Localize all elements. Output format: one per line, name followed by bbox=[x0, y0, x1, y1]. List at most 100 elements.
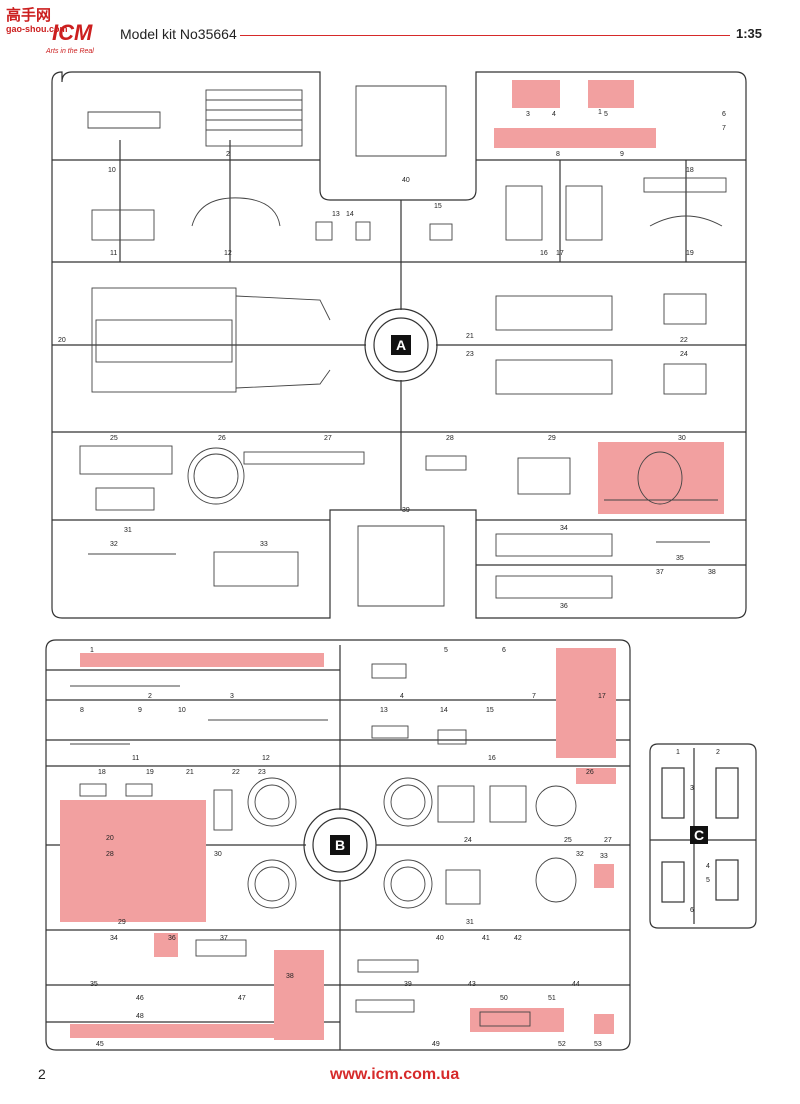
logo-slogan: Arts in the Real bbox=[46, 48, 94, 55]
b-label: 47 bbox=[238, 995, 246, 1002]
a-label: 6 bbox=[722, 111, 726, 118]
b-label: 26 bbox=[586, 769, 594, 776]
a-label: 5 bbox=[604, 111, 608, 118]
a-label: 36 bbox=[560, 603, 568, 610]
b-label: 2 bbox=[148, 693, 152, 700]
c-label: 5 bbox=[706, 877, 710, 884]
brand-logo: 高手网 gao-shou.com ICM Arts in the Real bbox=[6, 4, 98, 66]
a-label: 4 bbox=[552, 111, 556, 118]
sprue-b-labels: 1 2 3 4 5 6 7 8 9 10 11 12 13 14 15 16 1… bbox=[80, 647, 612, 1048]
b-label: 29 bbox=[118, 919, 126, 926]
a-label: 25 bbox=[110, 435, 118, 442]
b-label: 32 bbox=[576, 851, 584, 858]
a-label: 20 bbox=[58, 337, 66, 344]
b-label: 31 bbox=[466, 919, 474, 926]
a-label: 40 bbox=[402, 177, 410, 184]
b-label: 7 bbox=[532, 693, 536, 700]
a-label: 38 bbox=[708, 569, 716, 576]
b-label: 23 bbox=[258, 769, 266, 776]
a-label: 29 bbox=[548, 435, 556, 442]
sprue-a-labels: 1 2 3 4 5 6 7 8 9 10 11 12 13 14 15 16 1… bbox=[58, 109, 726, 610]
sprue-b-parts bbox=[70, 663, 577, 1027]
a-label: 18 bbox=[686, 167, 694, 174]
sprue-c-labels: 1 2 3 4 5 6 bbox=[676, 749, 720, 914]
b-label: 3 bbox=[230, 693, 234, 700]
b-label: 48 bbox=[136, 1013, 144, 1020]
b-label: 1 bbox=[90, 647, 94, 654]
b-label: 6 bbox=[502, 647, 506, 654]
b-label: 21 bbox=[186, 769, 194, 776]
b-label: 38 bbox=[286, 973, 294, 980]
a-label: 21 bbox=[466, 333, 474, 340]
a-label: 26 bbox=[218, 435, 226, 442]
sprue-a-frame bbox=[51, 71, 747, 619]
logo-site: gao-shou.com bbox=[6, 24, 68, 34]
sprue-a-letter-box bbox=[391, 335, 411, 355]
a-label: 17 bbox=[556, 250, 564, 257]
b-label: 49 bbox=[432, 1041, 440, 1048]
a-label: 16 bbox=[540, 250, 548, 257]
b-label: 40 bbox=[436, 935, 444, 942]
b-label: 41 bbox=[482, 935, 490, 942]
a-label: 33 bbox=[260, 541, 268, 548]
b-label: 16 bbox=[488, 755, 496, 762]
a-label: 27 bbox=[324, 435, 332, 442]
b-label: 17 bbox=[598, 693, 606, 700]
a-label: 11 bbox=[110, 250, 117, 257]
logo-cn: 高手网 bbox=[6, 6, 52, 24]
b-label: 39 bbox=[404, 981, 412, 988]
a-label: 37 bbox=[656, 569, 664, 576]
b-label: 11 bbox=[132, 755, 139, 762]
c-label: 2 bbox=[716, 749, 720, 756]
b-label: 44 bbox=[572, 981, 580, 988]
a-label: 23 bbox=[466, 351, 474, 358]
a-label: 31 bbox=[124, 527, 132, 534]
b-label: 13 bbox=[380, 707, 388, 714]
header-rule bbox=[240, 35, 730, 36]
a-label: 7 bbox=[722, 125, 726, 132]
b-label: 24 bbox=[464, 837, 472, 844]
sprue-a-letter: A bbox=[396, 337, 406, 353]
a-label: 32 bbox=[110, 541, 118, 548]
b-label: 37 bbox=[220, 935, 228, 942]
b-label: 27 bbox=[604, 837, 612, 844]
website-link[interactable]: www.icm.com.ua bbox=[330, 1066, 460, 1083]
b-label: 4 bbox=[400, 693, 404, 700]
b-label: 30 bbox=[214, 851, 222, 858]
b-label: 5 bbox=[444, 647, 448, 654]
c-label: 3 bbox=[690, 785, 694, 792]
b-label: 28 bbox=[106, 851, 114, 858]
c-label: 1 bbox=[676, 749, 680, 756]
b-label: 53 bbox=[594, 1041, 602, 1048]
a-label: 9 bbox=[620, 151, 624, 158]
a-label: 8 bbox=[556, 151, 560, 158]
page-number: 2 bbox=[38, 1066, 46, 1082]
kit-title: Model kit No35664 bbox=[120, 26, 237, 42]
a-label: 3 bbox=[526, 111, 530, 118]
b-label: 42 bbox=[514, 935, 522, 942]
a-label: 34 bbox=[560, 525, 568, 532]
c-label: 6 bbox=[690, 907, 694, 914]
b-label: 12 bbox=[262, 755, 270, 762]
a-label: 39 bbox=[402, 507, 410, 514]
a-label: 13 bbox=[332, 211, 340, 218]
b-label: 45 bbox=[96, 1041, 104, 1048]
b-label: 15 bbox=[486, 707, 494, 714]
b-label: 18 bbox=[98, 769, 106, 776]
b-label: 10 bbox=[178, 707, 186, 714]
a-label: 10 bbox=[108, 167, 116, 174]
a-label: 22 bbox=[680, 337, 688, 344]
b-label: 36 bbox=[168, 935, 176, 942]
a-label: 19 bbox=[686, 250, 694, 257]
a-label: 30 bbox=[678, 435, 686, 442]
b-label: 25 bbox=[564, 837, 572, 844]
sprue-c-letter: C bbox=[694, 827, 704, 843]
b-label: 33 bbox=[600, 853, 608, 860]
sprue-b-letter: B bbox=[335, 837, 345, 853]
b-label: 46 bbox=[136, 995, 144, 1002]
b-label: 51 bbox=[548, 995, 556, 1002]
logo-brand: ICM bbox=[52, 20, 93, 45]
a-label: 12 bbox=[224, 250, 232, 257]
sprue-c-letter-box bbox=[690, 826, 708, 844]
